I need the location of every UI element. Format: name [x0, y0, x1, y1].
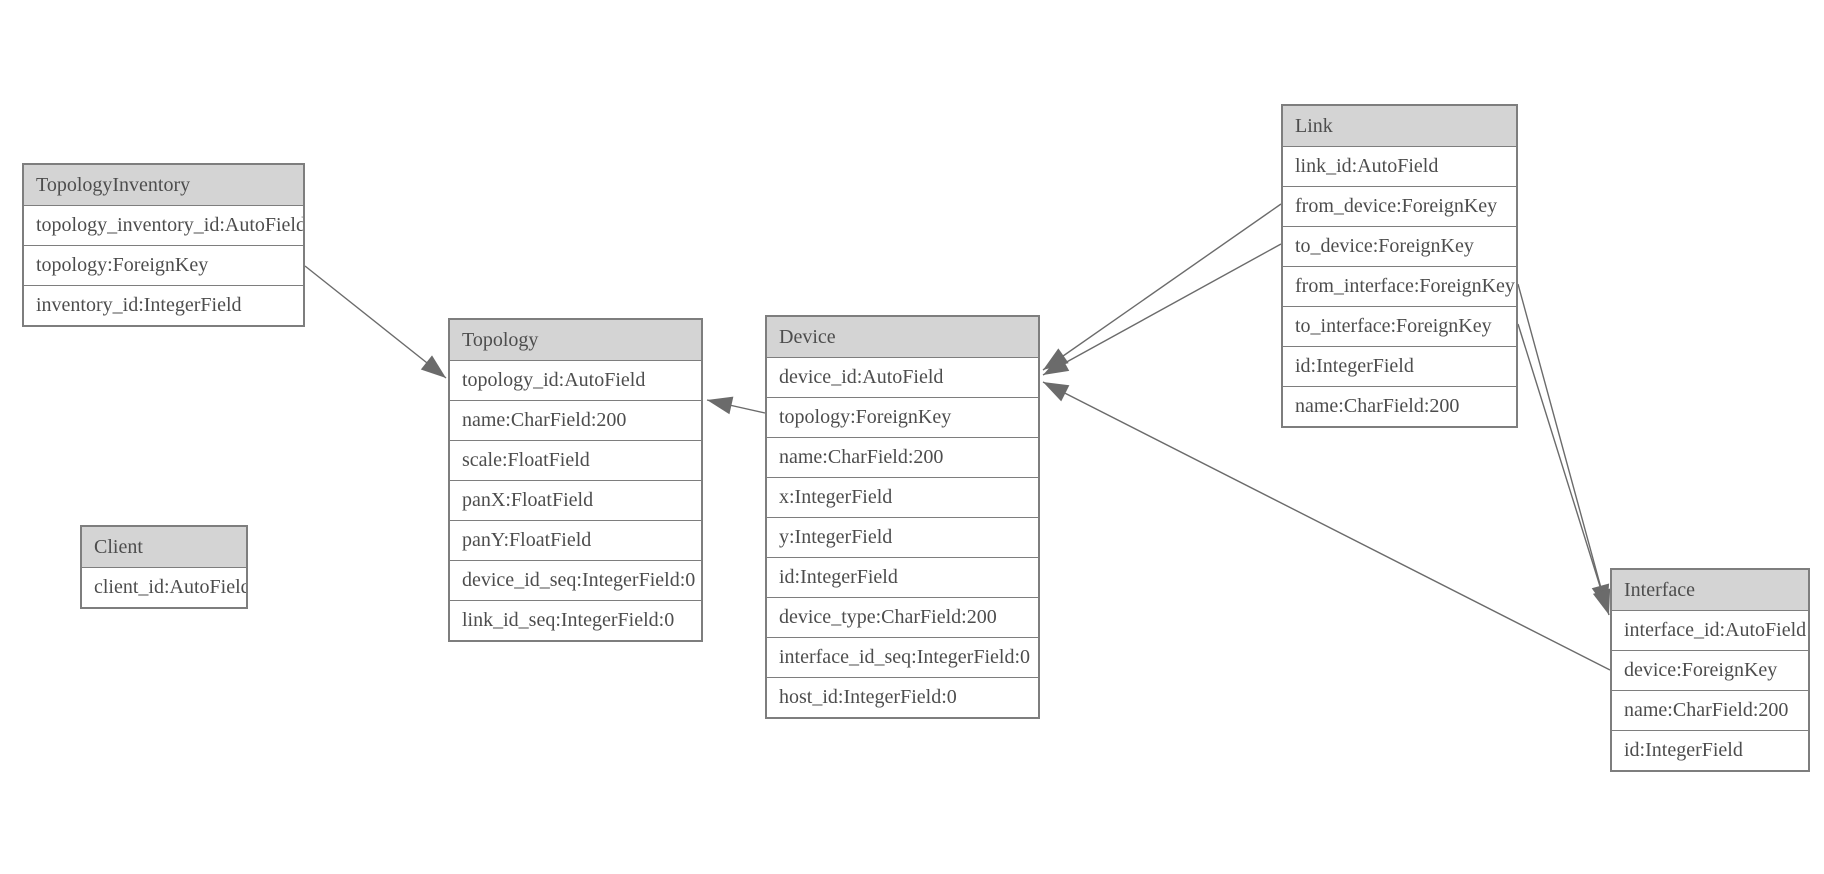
entity-link-title: Link	[1283, 106, 1516, 146]
field-device-id: device_id:AutoField	[767, 357, 1038, 397]
field-topology-device-id-seq: device_id_seq:IntegerField:0	[450, 560, 701, 600]
entity-topology-inventory: TopologyInventory topology_inventory_id:…	[22, 163, 305, 327]
edge-link-to-device	[1042, 243, 1282, 376]
edge-interface-device	[1042, 381, 1611, 671]
entity-device-title: Device	[767, 317, 1038, 357]
field-device-name: name:CharField:200	[767, 437, 1038, 477]
field-interface-device-fk: device:ForeignKey	[1612, 650, 1808, 690]
edge-link-from-device	[1042, 203, 1282, 371]
field-link-id: link_id:AutoField	[1283, 146, 1516, 186]
field-client-id: client_id:AutoField	[82, 567, 246, 607]
field-link-from-device: from_device:ForeignKey	[1283, 186, 1516, 226]
field-topology-link-id-seq: link_id_seq:IntegerField:0	[450, 600, 701, 640]
field-device-y: y:IntegerField	[767, 517, 1038, 557]
field-link-to-interface: to_interface:ForeignKey	[1283, 306, 1516, 346]
entity-interface-title: Interface	[1612, 570, 1808, 610]
field-link-from-interface: from_interface:ForeignKey	[1283, 266, 1516, 306]
entity-topology-title: Topology	[450, 320, 701, 360]
field-link-name: name:CharField:200	[1283, 386, 1516, 426]
edge-device-topology	[706, 396, 766, 415]
field-device-id-int: id:IntegerField	[767, 557, 1038, 597]
entity-topology-inventory-title: TopologyInventory	[24, 165, 303, 205]
field-topology-fk: topology:ForeignKey	[24, 245, 303, 285]
field-device-x: x:IntegerField	[767, 477, 1038, 517]
entity-link: Link link_id:AutoField from_device:Forei…	[1281, 104, 1518, 428]
field-interface-id-int: id:IntegerField	[1612, 730, 1808, 770]
field-device-topology-fk: topology:ForeignKey	[767, 397, 1038, 437]
edge-link-from-interface	[1517, 283, 1610, 611]
entity-device: Device device_id:AutoField topology:Fore…	[765, 315, 1040, 719]
edge-link-to-interface	[1517, 323, 1611, 616]
field-topology-scale: scale:FloatField	[450, 440, 701, 480]
field-inventory-id: inventory_id:IntegerField	[24, 285, 303, 325]
field-link-to-device: to_device:ForeignKey	[1283, 226, 1516, 266]
entity-topology: Topology topology_id:AutoField name:Char…	[448, 318, 703, 642]
edge-topologyinventory-topology	[304, 265, 447, 379]
field-device-interface-id-seq: interface_id_seq:IntegerField:0	[767, 637, 1038, 677]
field-topology-inventory-id: topology_inventory_id:AutoField	[24, 205, 303, 245]
entity-interface: Interface interface_id:AutoField device:…	[1610, 568, 1810, 772]
field-device-type: device_type:CharField:200	[767, 597, 1038, 637]
field-topology-pany: panY:FloatField	[450, 520, 701, 560]
field-device-host-id: host_id:IntegerField:0	[767, 677, 1038, 717]
field-topology-name: name:CharField:200	[450, 400, 701, 440]
field-link-id-int: id:IntegerField	[1283, 346, 1516, 386]
field-topology-id: topology_id:AutoField	[450, 360, 701, 400]
field-interface-name: name:CharField:200	[1612, 690, 1808, 730]
entity-client-title: Client	[82, 527, 246, 567]
entity-client: Client client_id:AutoField	[80, 525, 248, 609]
field-topology-panx: panX:FloatField	[450, 480, 701, 520]
field-interface-id: interface_id:AutoField	[1612, 610, 1808, 650]
